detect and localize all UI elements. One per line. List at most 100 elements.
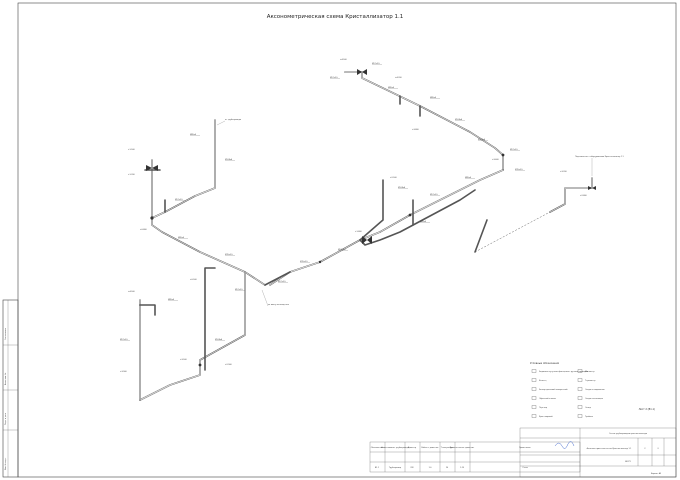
legend-item: Затвор дисковый поворотный bbox=[539, 388, 567, 391]
pipe-size-label: Ø89х4 bbox=[420, 220, 427, 223]
pipe-size-label: Ø57х3,5 bbox=[430, 193, 438, 196]
elevation-label: +3,500 bbox=[180, 358, 188, 361]
pipe-size-label: Ø89х4 bbox=[465, 176, 472, 179]
side-strip bbox=[2, 299, 19, 478]
bend-icon bbox=[198, 363, 202, 367]
pipe-size-label: Ø89х4 bbox=[178, 236, 185, 239]
valve-icon bbox=[152, 165, 158, 171]
pipe-size-label: Ø89х4 bbox=[430, 96, 437, 99]
legend-title: Условные обозначения bbox=[530, 362, 560, 365]
side-label-1: Инв. № подл. bbox=[4, 457, 7, 470]
pipe-size-label: Ø76х3,5 bbox=[300, 260, 308, 263]
spec-cell: DN bbox=[411, 467, 414, 469]
title-block: Схема трубопроводов кристаллизатора Аксо… bbox=[519, 427, 677, 478]
valve-icon bbox=[362, 236, 367, 244]
spec-header: Рабочее давление bbox=[421, 446, 439, 449]
legend-symbol-icon bbox=[531, 414, 537, 418]
legend-item: Тройник bbox=[585, 415, 594, 418]
legend-symbol-icon bbox=[531, 378, 537, 382]
pipe-size-label: Ø57х3,5 bbox=[338, 248, 346, 251]
signature-icon bbox=[554, 441, 575, 449]
bend-icon bbox=[501, 153, 505, 157]
tee-icon bbox=[150, 216, 154, 220]
elevation-label: +4,200 bbox=[395, 76, 403, 79]
elevation-label: +1,200 bbox=[128, 173, 136, 176]
elevation-label: +2,800 bbox=[580, 194, 588, 197]
note-left: от трубопровода bbox=[225, 118, 241, 121]
pipe-size-label: Ø108х4 bbox=[398, 186, 406, 189]
valve-icon bbox=[588, 186, 592, 190]
side-label-4: Согласовано bbox=[5, 328, 7, 340]
fittings bbox=[146, 69, 596, 367]
spec-cell: 1,0 bbox=[429, 467, 433, 469]
pipe-network bbox=[139, 71, 593, 401]
title-block-sheet: 2 bbox=[644, 448, 645, 450]
elevation-label: +1,500 bbox=[128, 148, 136, 151]
spec-header: Примечание bbox=[519, 447, 532, 449]
legend-symbol-icon bbox=[531, 396, 537, 400]
legend-symbol-icon bbox=[531, 387, 537, 391]
elevation-label: +2,900 bbox=[225, 363, 233, 366]
spec-cell: Сталь bbox=[522, 467, 528, 469]
legend-item: Кран шаровой bbox=[539, 415, 553, 418]
spec-cell: 20 bbox=[446, 467, 449, 469]
elevation-label: +4,500 bbox=[340, 58, 348, 61]
elevation-label: +2,500 bbox=[390, 176, 398, 179]
elevation-label: +0,500 bbox=[190, 278, 198, 281]
legend-symbol-icon bbox=[577, 387, 583, 391]
title-block-sheets: 3 bbox=[657, 448, 658, 450]
side-label-2: Подп. и дата bbox=[5, 413, 7, 425]
valve-icon bbox=[367, 236, 372, 244]
elevation-label-layer: +4,500+4,200+3,800+3,600+3,200+2,800+2,5… bbox=[120, 58, 588, 373]
elevation-label: +4,500 bbox=[128, 290, 136, 293]
legend-item: Термометр bbox=[585, 380, 596, 382]
elevation-label: +0,800 bbox=[140, 228, 148, 231]
legend-item: Опора скользящая bbox=[585, 398, 603, 400]
elevation-label: +3,200 bbox=[560, 170, 568, 173]
valve-icon bbox=[362, 69, 367, 75]
pipe-size-label: Ø57х3,5 bbox=[372, 62, 380, 65]
tee-icon bbox=[318, 260, 322, 264]
spec-cell: В1.1 bbox=[375, 467, 379, 469]
spec-cell: 1,25 bbox=[460, 467, 464, 469]
elevation-label: +3,900 bbox=[120, 370, 128, 373]
sheet-label: Лист 2 (В1.1) bbox=[639, 408, 655, 411]
spec-header: Испытательное давление bbox=[450, 447, 475, 449]
spec-header: Обозначение bbox=[371, 446, 384, 449]
valve-icon bbox=[146, 165, 152, 171]
legend-item: Обратный клапан bbox=[539, 397, 557, 400]
spec-header: Диаметр bbox=[408, 447, 417, 449]
pipe-size-label: Ø76х3,5 bbox=[225, 253, 233, 256]
pipe-size-label: Ø57х3,5 bbox=[278, 280, 286, 283]
side-label-3: Взам. инв. № bbox=[4, 373, 7, 385]
pipe-size-label: Ø57х3,5 bbox=[175, 198, 183, 201]
drawing-title: Аксонометрическая схема Кристаллизатор 1… bbox=[267, 14, 404, 20]
pipe-size-label: Ø57х3,5 bbox=[510, 148, 518, 151]
legend-item: Опора неподвижная bbox=[585, 389, 605, 391]
legend-item: Манометр bbox=[585, 371, 595, 373]
legend-item: Переход bbox=[539, 407, 548, 409]
legend-symbol-icon bbox=[577, 414, 583, 418]
title-block-project: Схема трубопроводов кристаллизатора bbox=[609, 432, 647, 435]
legend-symbol-icon bbox=[531, 369, 537, 373]
legend-item: Фланец bbox=[539, 380, 547, 382]
pipe-size-label: Ø108х4 bbox=[225, 158, 233, 161]
title-block-code: ВК-ТХ bbox=[625, 461, 631, 463]
spec-header: Температура bbox=[441, 447, 453, 449]
pipe-label-layer: Ø57х3,5Ø57х3,5Ø89х4Ø89х4Ø108х4Ø108х4Ø57х… bbox=[120, 62, 525, 341]
sheet-frame bbox=[17, 2, 677, 478]
pipe-size-label: Ø57х3,5 bbox=[120, 338, 128, 341]
valve-icon bbox=[357, 69, 362, 75]
elevation-label: +3,600 bbox=[492, 158, 500, 161]
legend-symbol-icon bbox=[577, 369, 583, 373]
pipe-size-label: Ø57х3,5 bbox=[235, 288, 243, 291]
valve-icon bbox=[592, 186, 596, 190]
legend-symbol-icon bbox=[577, 378, 583, 382]
title-block-format: Формат А3 bbox=[651, 472, 661, 475]
legend-symbol-icon bbox=[531, 405, 537, 409]
note-right: Подключение к оборудованию Кристаллизато… bbox=[575, 155, 624, 158]
legend-item: Отвод bbox=[585, 407, 592, 409]
tee-icon bbox=[408, 213, 412, 217]
